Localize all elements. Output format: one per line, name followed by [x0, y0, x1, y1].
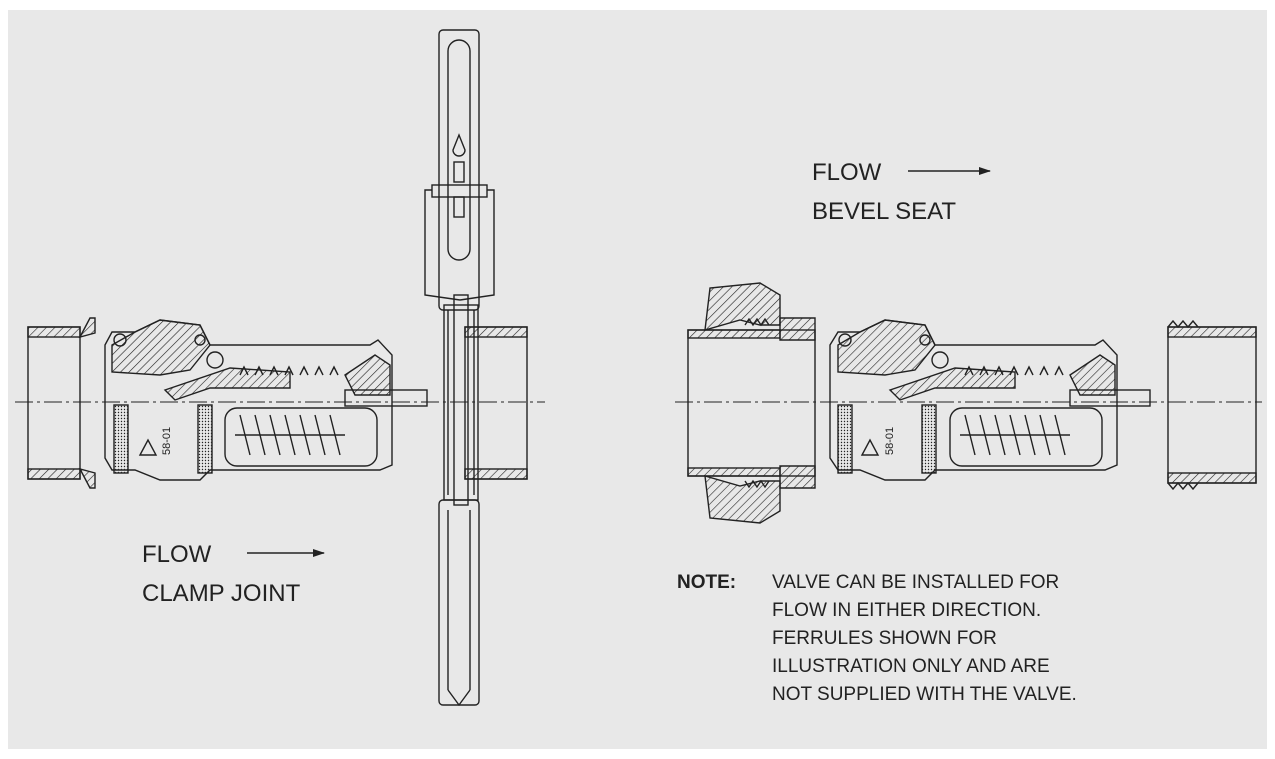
right-stamp-label: 58-01	[884, 427, 896, 455]
left-stamp-label: 58-01	[161, 427, 173, 455]
clamp-joint-label: CLAMP JOINT	[142, 580, 301, 607]
right-clamp-ferrule	[464, 326, 528, 480]
left-valve-body	[104, 319, 428, 481]
clamp-flow-label: FLOW	[142, 541, 212, 568]
bevel-seat-ferrule-left	[687, 317, 816, 489]
note-line-5: NOT SUPPLIED WITH THE VALVE.	[772, 684, 1077, 705]
bevel-flow-label: FLOW	[812, 159, 882, 186]
bevel-seat-label: BEVEL SEAT	[812, 198, 956, 225]
right-valve-body	[829, 319, 1151, 481]
note-line-1: VALVE CAN BE INSTALLED FOR	[772, 572, 1059, 593]
note-line-2: FLOW IN EITHER DIRECTION.	[772, 600, 1041, 621]
note-heading: NOTE:	[677, 572, 736, 593]
sanitary-clamp	[424, 29, 495, 707]
left-clamp-ferrule	[27, 317, 96, 489]
note-line-3: FERRULES SHOWN FOR	[772, 628, 997, 649]
bevel-seat-ferrule-right	[1167, 319, 1257, 491]
note-line-4: ILLUSTRATION ONLY AND ARE	[772, 656, 1050, 677]
bevel-seat-nut	[704, 282, 781, 524]
